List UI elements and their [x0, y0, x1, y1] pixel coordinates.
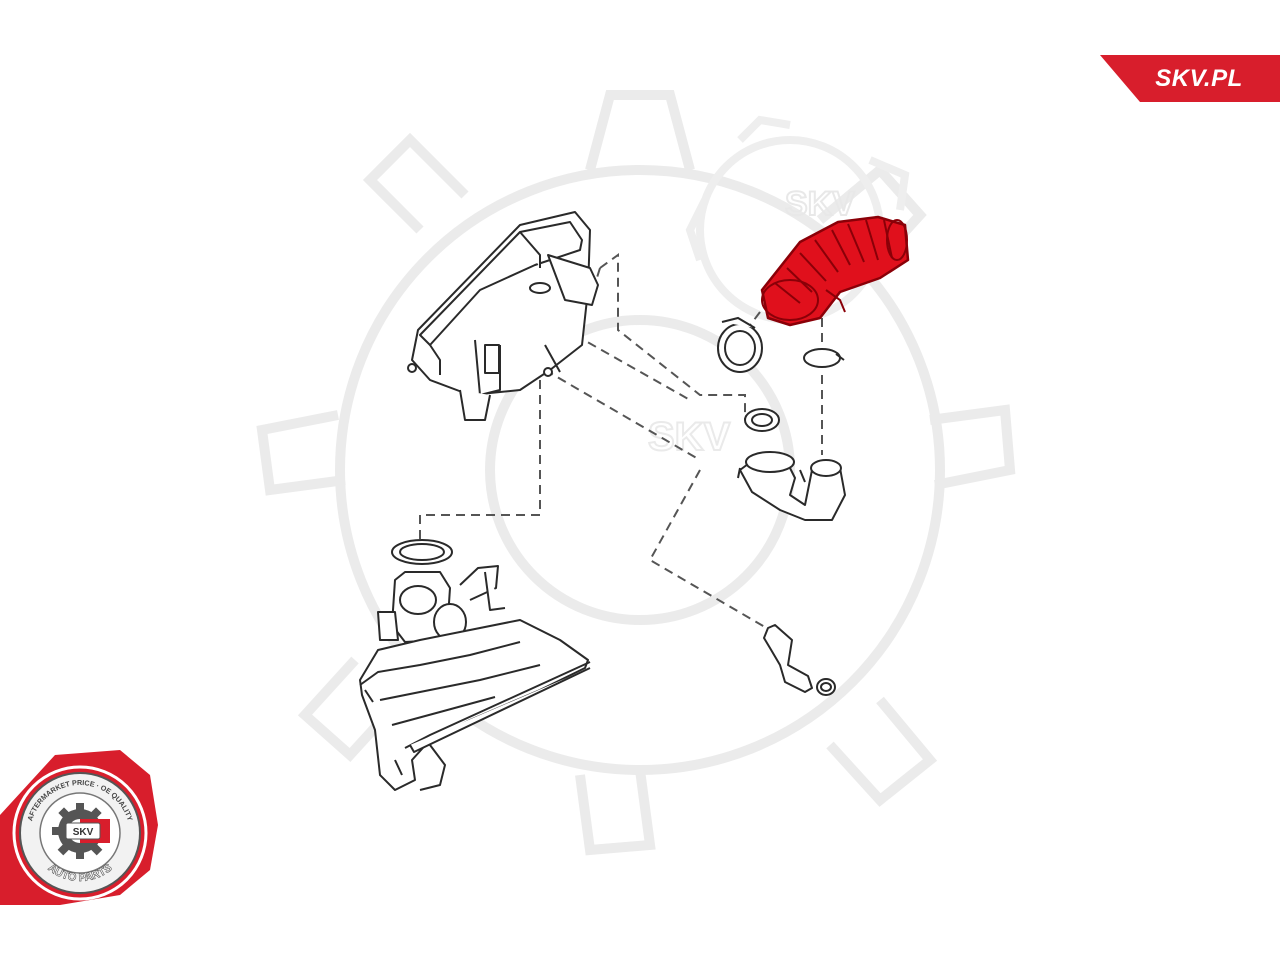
watermark-text-center: SKV	[648, 415, 731, 459]
brand-tab[interactable]: SKV.PL	[1100, 55, 1280, 102]
highlighted-intake-hose	[760, 215, 910, 327]
watermark-text: SKV	[785, 185, 855, 223]
hose-clamps	[717, 316, 845, 696]
small-breather-hose	[763, 624, 813, 693]
connection-lines	[419, 253, 823, 631]
badge-center-label: SKV	[73, 827, 94, 838]
skv-auto-parts-logo: SKV AFTERMARKET PRICE · OE QUALITY AUTO …	[0, 745, 165, 905]
intake-elbow-pipe	[737, 451, 846, 521]
intake-manifold	[359, 539, 591, 791]
air-filter-housing	[407, 211, 599, 421]
brand-site-label: SKV.PL	[1155, 64, 1243, 92]
watermark-gear-icon	[256, 90, 1016, 856]
